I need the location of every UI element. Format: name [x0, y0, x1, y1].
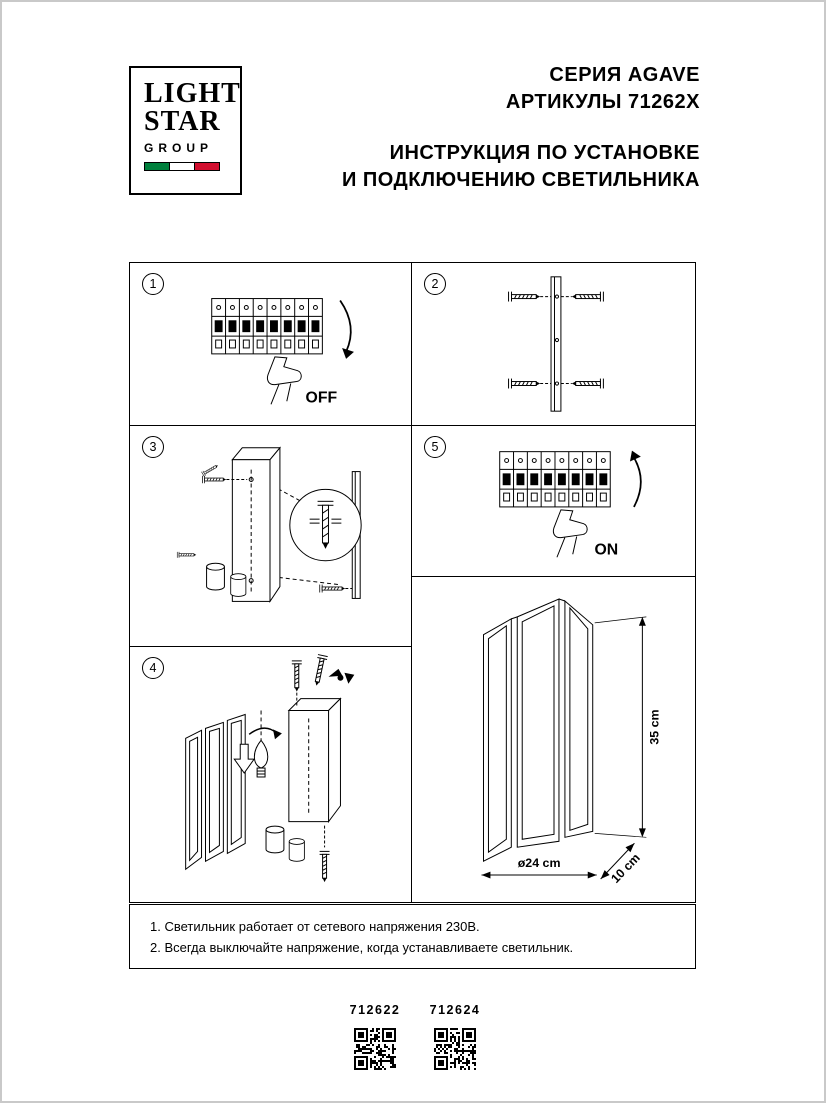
- lamp-body-side-face: [328, 697, 341, 824]
- lightstar-logo: LIGHT STAR GROUP: [129, 66, 242, 195]
- small-screw: [201, 475, 227, 484]
- product-code-right: 712624: [429, 1003, 481, 1017]
- bottom-screw: [319, 850, 331, 883]
- step-panel-3: 3: [129, 425, 412, 647]
- turn-off-arrowhead: [342, 347, 354, 359]
- lamp-socket-drawing: [265, 825, 285, 854]
- bracket-screw-bottom: [319, 584, 346, 593]
- logo-word-group: GROUP: [144, 141, 214, 155]
- note-line-2: 2. Всегда выключайте напряжение, когда у…: [150, 940, 574, 955]
- depth-dimension-label: 10 cm: [608, 851, 643, 886]
- lamp-socket-drawing: [206, 562, 225, 591]
- mounting-plate-drawing: [550, 276, 562, 412]
- height-dimension-label: 35 cm: [647, 709, 661, 744]
- flag-green-stripe: [145, 163, 170, 170]
- circuit-breaker-drawing: [211, 298, 323, 355]
- safety-notes-box: 1. Светильник работает от сетевого напря…: [129, 904, 696, 969]
- top-screw-2: [311, 654, 329, 688]
- document-header: СЕРИЯ AGAVE АРТИКУЛЫ 71262X ИНСТРУКЦИЯ П…: [342, 62, 700, 194]
- series-title: СЕРИЯ AGAVE: [549, 64, 700, 86]
- finished-lamp-drawing: [482, 598, 594, 862]
- step-panel-4: 4: [129, 646, 412, 903]
- step-1-illustration: OFF: [211, 298, 354, 406]
- turn-off-arrow: [339, 300, 352, 353]
- header-gap: [342, 116, 700, 140]
- flag-white-stripe: [170, 163, 194, 170]
- lamp-socket-drawing-2: [230, 573, 247, 597]
- on-label: ON: [594, 541, 618, 558]
- bulb-base: [256, 767, 266, 778]
- step-4-illustration: [185, 654, 355, 883]
- lamp-dimensions-illustration: 35 cm ø24 cm 10 cm: [481, 598, 661, 886]
- screw-detail-in-circle: [309, 500, 342, 549]
- articles-title: АРТИКУЛЫ 71262X: [505, 91, 700, 113]
- circuit-breaker-drawing: [499, 451, 611, 508]
- turn-on-arrowhead: [629, 450, 641, 462]
- top-screw-1: [291, 660, 303, 693]
- screw-right-top: [571, 291, 604, 303]
- lamp-socket-drawing-2: [288, 838, 305, 862]
- step-number-4: 4: [142, 657, 164, 679]
- screw-right-bottom: [571, 378, 604, 389]
- frame-wing-1: [185, 729, 203, 871]
- back-panel-side-face: [269, 446, 281, 604]
- screw-left-bottom: [508, 378, 541, 389]
- flag-red-stripe: [194, 163, 219, 170]
- frame-wing-3: [226, 713, 246, 855]
- step-3-illustration: [176, 446, 362, 604]
- small-screw-angled: [201, 462, 220, 477]
- step-2-illustration: [508, 276, 604, 412]
- steps-grid: 1 OFF 2: [129, 262, 696, 903]
- italian-flag-stripe: [144, 162, 220, 171]
- screw-left-top: [508, 291, 541, 303]
- rotate-arrow: [248, 727, 278, 735]
- step-number-3: 3: [142, 436, 164, 458]
- instruction-title-line2: И ПОДКЛЮЧЕНИЮ СВЕТИЛЬНИКА: [341, 169, 700, 191]
- step-number-5: 5: [424, 436, 446, 458]
- product-code-left: 712622: [349, 1003, 401, 1017]
- off-label: OFF: [306, 389, 338, 406]
- candle-bulb-drawing: [253, 739, 269, 769]
- qr-code-right: [434, 1028, 476, 1070]
- socket-screw: [176, 551, 197, 559]
- hand-pressing-drawing: [552, 509, 588, 558]
- note-line-1: 1. Светильник работает от сетевого напря…: [150, 919, 480, 934]
- dimensions-panel: 35 cm ø24 cm 10 cm: [411, 576, 696, 903]
- frame-wing-2: [205, 721, 224, 863]
- step-number-2: 2: [424, 273, 446, 295]
- logo-word-light: LIGHT: [144, 78, 241, 109]
- turn-on-arrow: [633, 457, 642, 508]
- logo-word-star: STAR: [144, 106, 221, 137]
- hand-pressing-drawing: [266, 356, 302, 405]
- instruction-title-line1: ИНСТРУКЦИЯ ПО УСТАНОВКЕ: [389, 142, 700, 164]
- diameter-dimension-label: ø24 cm: [518, 856, 561, 870]
- step-panel-1: 1 OFF: [129, 262, 412, 426]
- wing-nut-icon: [328, 668, 355, 684]
- step-5-illustration: ON: [499, 450, 642, 558]
- step-panel-5: 5 ON: [411, 425, 696, 577]
- insert-down-arrow: [233, 743, 256, 774]
- step-panel-2: 2: [411, 262, 696, 426]
- qr-code-left: [354, 1028, 396, 1070]
- rotate-arrowhead: [272, 729, 282, 740]
- step-number-1: 1: [142, 273, 164, 295]
